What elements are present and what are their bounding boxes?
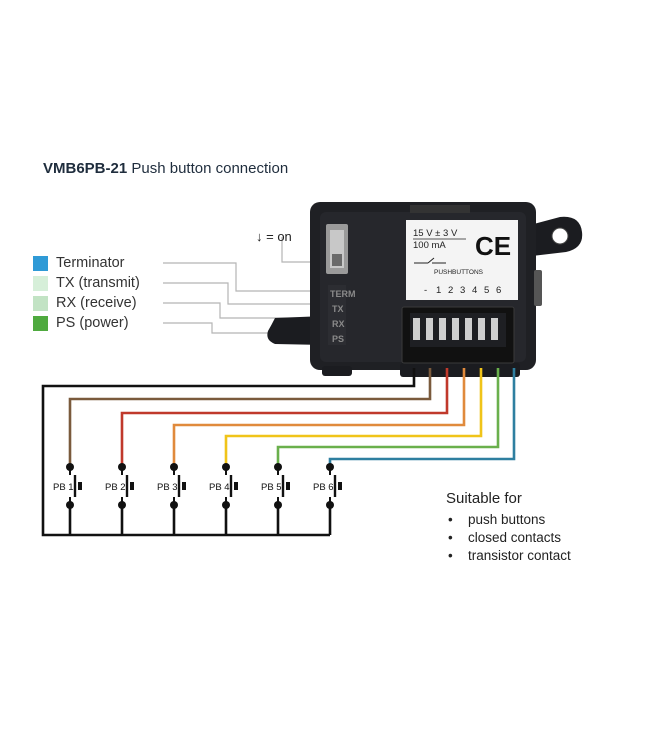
side-label-term: TERM — [330, 289, 356, 299]
legend-swatch-tx — [33, 275, 48, 291]
legend-leaders — [163, 237, 326, 334]
push-button-label: PB 1 — [53, 482, 74, 493]
pin-label: 6 — [496, 285, 501, 296]
legend-swatch-terminator — [33, 255, 48, 271]
legend-label-tx: TX (transmit) — [56, 275, 140, 291]
wire-pb6 — [328, 368, 516, 467]
push-button-6: PB 6 — [313, 463, 342, 509]
push-button-label: PB 2 — [105, 482, 126, 493]
connector-pin — [439, 318, 446, 340]
suitable-item: closed contacts — [446, 529, 571, 547]
wire-pb5 — [276, 368, 500, 467]
push-button-5: PB 5 — [261, 463, 290, 509]
pin-label: 1 — [436, 285, 441, 296]
legend-item-tx: TX (transmit) — [33, 274, 140, 292]
connector-pin — [413, 318, 420, 340]
legend-label-ps: PS (power) — [56, 315, 129, 331]
button-actuator — [338, 482, 342, 490]
push-button-2: PB 2 — [105, 463, 134, 509]
connector-pin — [491, 318, 498, 340]
module-vmb6pb: TERM TX RX PS 15 V ± 3 V 100 mA CE PUSHB… — [267, 202, 583, 377]
legend-item-ps: PS (power) — [33, 314, 129, 332]
legend-swatch-ps — [33, 315, 48, 331]
pin-label: 2 — [448, 285, 453, 296]
side-label-rx: RX — [332, 319, 345, 329]
legend-item-rx: RX (receive) — [33, 294, 137, 312]
model-name: VMB6PB-21 — [43, 160, 128, 177]
switch-on-label: ↓ = on — [256, 229, 292, 244]
push-button-label: PB 3 — [157, 482, 178, 493]
pin-label: 5 — [484, 285, 489, 296]
wire-pb1 — [68, 368, 432, 467]
rating-voltage: 15 V ± 3 V — [413, 228, 458, 239]
suitable-for-panel: Suitable for push buttons closed contact… — [446, 490, 571, 565]
wires — [41, 368, 516, 537]
connector-pin — [478, 318, 485, 340]
rating-current: 100 mA — [413, 240, 446, 251]
mounting-hole — [551, 227, 569, 245]
button-actuator — [182, 482, 186, 490]
legend-item-terminator: Terminator — [33, 254, 125, 272]
button-actuator — [286, 482, 290, 490]
button-actuator — [234, 482, 238, 490]
diagram-title: VMB6PB-21 Push button connection — [43, 160, 288, 177]
push-button-label: PB 6 — [313, 482, 334, 493]
wire-common — [41, 368, 416, 537]
pin-label: 3 — [460, 285, 465, 296]
legend-label-rx: RX (receive) — [56, 295, 137, 311]
suitable-heading: Suitable for — [446, 490, 522, 507]
rating-sticker — [406, 220, 518, 300]
push-buttons: PB 1 PB 2 PB 3 PB 4 PB 5 PB 6 — [53, 463, 342, 509]
push-button-3: PB 3 — [157, 463, 186, 509]
connector-pins — [413, 318, 498, 340]
connector-pin — [452, 318, 459, 340]
wire-pb3 — [172, 368, 466, 467]
connector-pin — [426, 318, 433, 340]
suitable-item: push buttons — [446, 511, 571, 529]
push-button-1: PB 1 — [53, 463, 82, 509]
legend-swatch-rx — [33, 295, 48, 311]
push-button-4: PB 4 — [209, 463, 238, 509]
button-actuator — [78, 482, 82, 490]
side-labels: TERM TX RX PS — [330, 289, 356, 344]
legend-label-terminator: Terminator — [56, 255, 125, 271]
pin-label: - — [424, 285, 427, 296]
wire-pb4 — [224, 368, 483, 467]
connector-pin — [465, 318, 472, 340]
side-label-ps: PS — [332, 334, 344, 344]
button-actuator — [130, 482, 134, 490]
push-button-label: PB 5 — [261, 482, 282, 493]
pushbuttons-label: PUSHBUTTONS — [434, 269, 484, 276]
push-button-label: PB 4 — [209, 482, 230, 493]
suitable-list: push buttons closed contacts transistor … — [446, 511, 571, 565]
title-text: Push button connection — [131, 160, 289, 177]
wire-pb2 — [120, 368, 449, 467]
suitable-item: transistor contact — [446, 547, 571, 565]
ce-mark: CE — [475, 231, 511, 261]
pin-label: 4 — [472, 285, 477, 296]
side-label-tx: TX — [332, 304, 344, 314]
